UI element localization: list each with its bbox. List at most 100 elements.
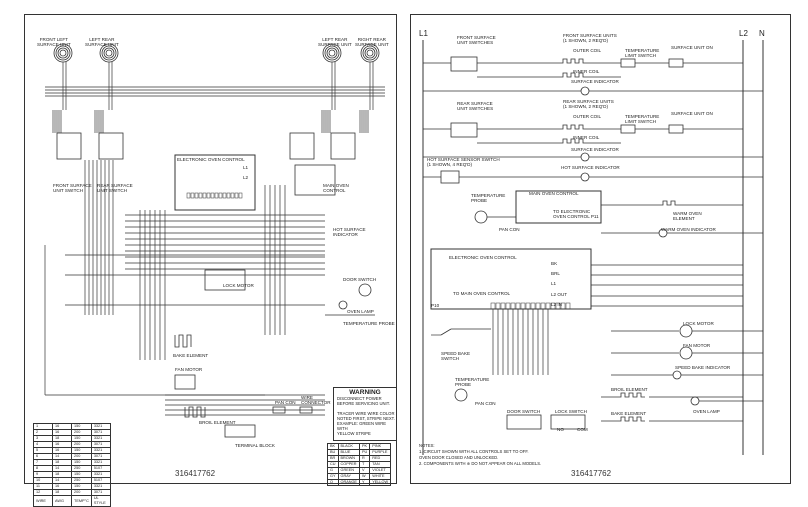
eoc-terminal — [515, 302, 521, 310]
color-code-cell: O — [327, 479, 339, 486]
left-rear-unit-label: LEFT REAR SURFACE UNIT — [318, 37, 352, 47]
broil-element-label: BROIL ELEMENT — [199, 420, 236, 425]
note-line: OVEN DOOR CLOSED AND UNLOCKED. — [419, 455, 499, 460]
wire-table-header-cell: AWG — [52, 495, 72, 507]
eoc-terminal — [222, 192, 227, 199]
front-surface-switch — [56, 132, 82, 160]
fan-motor-label: FAN MOTOR — [175, 367, 203, 372]
hot-surface-indicator-label: HOT SURFACE INDICATOR — [561, 165, 620, 170]
schematic-diagram-sheet: L1 L2 N FRONT SURFACE UNIT SWITCHES FRON… — [410, 14, 791, 484]
main-oven-control-label: MAIN OVEN CONTROL — [529, 191, 579, 196]
no-contact-label: NO — [557, 427, 564, 432]
rear-surface-units-label: REAR SURFACE UNITS (1 SHOWN, 2 REQ'D) — [563, 99, 614, 109]
broil-element-coil — [184, 406, 206, 418]
front-surface-switch-label: FRONT SURFACE UNIT SWITCH — [53, 183, 92, 193]
brl-label: BRL — [551, 271, 560, 276]
wiring-diagram-drawing — [44, 43, 385, 438]
electronic-oven-control-box — [174, 154, 256, 211]
color-code-cell: Y — [358, 479, 371, 486]
eoc-terminal — [500, 302, 506, 310]
front-left-burner — [59, 49, 67, 57]
front-left-burner — [55, 45, 71, 61]
speed-bake-switch-label: SPEED BAKE SWITCH — [441, 351, 471, 361]
surface-indicator-label-1: SURFACE INDICATOR — [571, 79, 619, 84]
front-surface-indicator — [580, 86, 590, 96]
eoc-terminal — [194, 192, 199, 199]
eoc-terminal — [555, 302, 561, 310]
temp-limit-switch-label-2: TEMPERATURE LIMIT SWITCH — [625, 114, 660, 124]
schematic-notes: NOTES:1. CIRCUIT SHOWN WITH ALL CONTROLS… — [419, 443, 541, 467]
rear-surface-switch — [98, 132, 124, 160]
warning-line: BEFORE SERVICING UNIT. — [337, 401, 390, 406]
rail-l2-label: L2 — [739, 29, 748, 38]
pan-con-connector — [272, 406, 286, 414]
eoc-terminal — [520, 302, 526, 310]
eoc-terminal — [210, 192, 215, 199]
left-rear-burner — [326, 47, 338, 59]
rear-left-burner — [105, 49, 113, 57]
right-rear-switch — [330, 132, 356, 160]
oven-lamp-label: OVEN LAMP — [693, 409, 720, 414]
eoc-terminal — [214, 192, 219, 199]
left-rear-burner — [328, 49, 336, 57]
inner-coil-label-2: INNER COIL — [573, 135, 600, 140]
wiring-diagram-sheet: FRONT LEFT SURFACE UNIT LEFT REAR SURFAC… — [24, 14, 397, 507]
bake-element-coil — [174, 334, 192, 348]
surface-indicator-label-2: SURFACE INDICATOR — [571, 147, 619, 152]
bake-element-coil — [619, 416, 645, 422]
oven-lamp-label: OVEN LAMP — [347, 309, 374, 314]
rear-surface-indicator — [580, 152, 590, 162]
right-rear-burner — [362, 45, 378, 61]
eoc-terminal — [198, 192, 203, 199]
front-surface-switches-label: FRONT SURFACE UNIT SWITCHES — [457, 35, 496, 45]
temperature-probe-label: TEMPERATURE PROBE — [343, 321, 395, 326]
bake-element-label: BAKE ELEMENT — [611, 411, 647, 416]
right-part-number: 316417762 — [571, 469, 612, 478]
hot-surface-sensor-label: HOT SURFACE SENSOR SWITCH (1 SHOWN, 4 RE… — [427, 157, 500, 167]
lock-switch-label: LOCK SWITCH — [555, 409, 587, 414]
speed-bake-switch-blade — [440, 328, 452, 336]
color-code-cell: YELLOW — [369, 479, 392, 486]
terminal-block-box — [224, 424, 256, 438]
wire-table-header-cell: UL STYLE — [90, 495, 111, 507]
broil-element-coil — [619, 392, 645, 398]
front-surface-unit-on — [668, 58, 684, 68]
left-part-number: 316417762 — [175, 469, 216, 478]
eoc-terminal — [540, 302, 546, 310]
l2-terminal-label: L2 — [243, 175, 249, 180]
door-switch-symbol — [358, 283, 372, 297]
l2-out-label: L2 OUT — [551, 292, 568, 297]
electronic-oven-control-label: ELECTRONIC OVEN CONTROL — [449, 255, 517, 260]
rear-surface-switches-label: REAR SURFACE UNIT SWITCHES — [457, 101, 494, 111]
lock-switch-box — [550, 414, 586, 430]
bottom-probe-symbol — [454, 388, 468, 402]
right-pan-con-label: PAN CON — [475, 401, 496, 406]
lock-motor-label: LOCK MOTOR — [223, 283, 254, 288]
eoc-terminal — [530, 302, 536, 310]
schematic-drawing — [422, 40, 764, 455]
rear-surface-switch-label: REAR SURFACE UNIT SWITCH — [97, 183, 133, 193]
broil-element-label: BROIL ELEMENT — [611, 387, 648, 392]
warm-indicator-label: WARM OVEN INDICATOR — [661, 227, 716, 232]
door-switch-label: DOOR SWITCH — [343, 277, 377, 282]
surface-unit-on-label-2: SURFACE UNIT ON — [671, 111, 713, 116]
rail-l1-label: L1 — [419, 29, 428, 38]
to-main-label: TO MAIN OVEN CONTROL — [453, 291, 511, 296]
rear-surface-unit-on — [668, 124, 684, 134]
hot-surface-indicator-label: HOT SURFACE INDICATOR — [333, 227, 366, 237]
pan-con-label: PAN CON — [275, 400, 296, 405]
lock-motor-box — [204, 269, 246, 291]
wire-table-header-cell: WIRE — [33, 495, 53, 507]
electronic-oven-control-label: ELECTRONIC OVEN CONTROL — [177, 157, 245, 162]
eoc-terminal — [226, 192, 231, 199]
terminal-block-label: TERMINAL BLOCK — [235, 443, 275, 448]
l1-terminal-label: L1 — [243, 165, 249, 170]
eoc-terminal — [545, 302, 551, 310]
hot-surface-sensor-switch — [440, 170, 460, 184]
front-surface-switch — [450, 56, 478, 72]
eoc-terminal — [218, 192, 223, 199]
